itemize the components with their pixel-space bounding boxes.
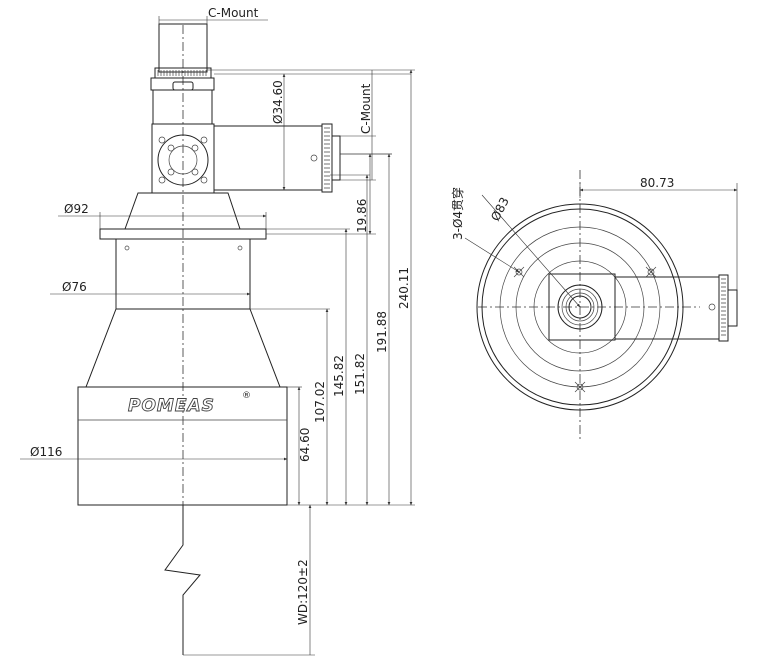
hole-note-label: 3-Ø4贯穿 bbox=[450, 187, 465, 240]
dim-hole-note: 3-Ø4贯穿 bbox=[450, 187, 520, 273]
front-ring-knurl bbox=[721, 278, 726, 336]
wd-break-line bbox=[164, 505, 201, 655]
body-dot bbox=[237, 245, 243, 251]
side-knurled-ring bbox=[321, 123, 333, 193]
dim-19-86-label: 19.86 bbox=[355, 199, 369, 233]
brand-logo: POMEAS bbox=[128, 396, 215, 416]
through-hole bbox=[576, 383, 584, 391]
corner-screw bbox=[200, 176, 208, 184]
dia-flange-label: Ø92 bbox=[64, 202, 89, 216]
dim-145-label: 145.82 bbox=[332, 355, 346, 397]
block-screw bbox=[167, 168, 175, 176]
corner-screw bbox=[158, 176, 166, 184]
side-cmount-label: C-Mount bbox=[359, 83, 373, 134]
center-lens bbox=[565, 292, 595, 322]
top-cmount-tube bbox=[158, 23, 208, 73]
front-view bbox=[476, 170, 738, 440]
dia-front-label: Ø116 bbox=[30, 445, 62, 459]
upper-tube bbox=[152, 89, 213, 125]
dim-side-cmount: C-Mount bbox=[340, 70, 376, 181]
center-tube bbox=[557, 284, 603, 330]
body-dot bbox=[124, 245, 130, 251]
front-side-arm bbox=[614, 276, 720, 340]
dim-bolt-circle: Ø83 bbox=[481, 194, 581, 308]
top-collar-screw bbox=[172, 81, 194, 91]
dim-64-label: 64.60 bbox=[298, 428, 312, 462]
dim-240-label: 240.11 bbox=[397, 267, 411, 309]
dia-taper-label: Ø76 bbox=[62, 280, 87, 294]
dim-dia-flange: Ø92 bbox=[58, 202, 267, 229]
top-cmount-label: C-Mount bbox=[208, 6, 259, 20]
dim-80-73: 80.73 bbox=[579, 176, 738, 290]
dim-wd: WD:120±2 bbox=[183, 504, 315, 656]
top-ring-knurl bbox=[157, 70, 207, 76]
through-hole bbox=[647, 268, 655, 276]
top-collar bbox=[150, 77, 215, 91]
dim-top-cmount: C-Mount bbox=[158, 6, 268, 24]
dim-151-label: 151.82 bbox=[353, 353, 367, 395]
side-view: POMEAS ® bbox=[77, 23, 341, 655]
dim-107-label: 107.02 bbox=[313, 381, 327, 423]
side-arm bbox=[213, 125, 323, 191]
center-tube-inner bbox=[561, 288, 599, 326]
side-ring-knurl bbox=[324, 127, 330, 189]
block-plate bbox=[157, 134, 209, 186]
side-cmount-tube bbox=[331, 135, 341, 181]
wd-label: WD:120±2 bbox=[296, 559, 310, 625]
block-bore bbox=[168, 145, 198, 175]
dim-dia-side-port: Ø34.60 bbox=[214, 73, 411, 191]
bolt-circle-label: Ø83 bbox=[488, 195, 512, 223]
corner-screw bbox=[158, 136, 166, 144]
front-side-screw bbox=[708, 303, 716, 311]
center-lens-core bbox=[568, 295, 592, 319]
block-screw bbox=[191, 168, 199, 176]
flange-cone bbox=[124, 192, 241, 230]
dim-dia-front: Ø116 bbox=[20, 445, 288, 461]
corner-screw bbox=[200, 136, 208, 144]
registered-mark: ® bbox=[242, 391, 251, 401]
width-80-label: 80.73 bbox=[640, 176, 674, 190]
inner-ring bbox=[515, 242, 645, 372]
dim-dia-taper: Ø76 bbox=[50, 280, 251, 309]
front-side-tube bbox=[727, 289, 738, 327]
dim-stack: 240.11 191.88 151.82 145.82 107.02 64.60 bbox=[207, 69, 415, 506]
outer-ring-inner bbox=[481, 208, 679, 406]
dia-side-port-label: Ø34.60 bbox=[271, 80, 285, 124]
block-screw bbox=[167, 144, 175, 152]
side-screw bbox=[310, 154, 318, 162]
flange-ring bbox=[533, 260, 627, 354]
dim-19-86: 19.86 bbox=[266, 153, 392, 235]
outer-ring bbox=[476, 203, 684, 411]
block-screw bbox=[191, 144, 199, 152]
dim-191-label: 191.88 bbox=[375, 311, 389, 353]
